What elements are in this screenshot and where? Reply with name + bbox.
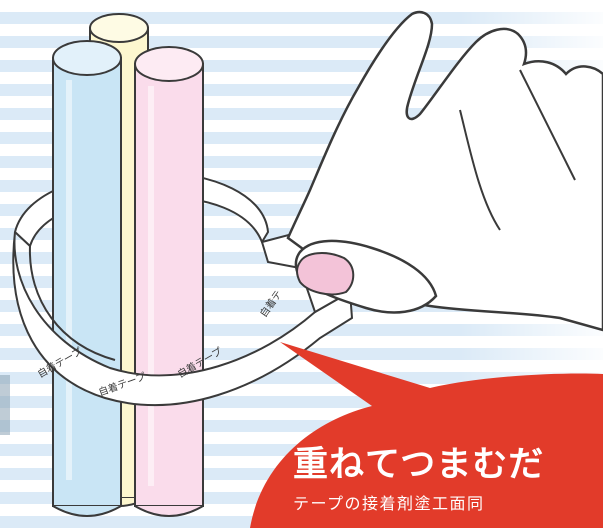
tape-edge-line xyxy=(28,245,116,361)
callout-subline: テープの接着剤塗工面同 xyxy=(293,494,485,513)
finger-crease xyxy=(459,109,501,231)
hand xyxy=(286,10,603,332)
pink-chalk-bar xyxy=(134,46,204,517)
callout-headline: 重ねてつまむだ xyxy=(293,445,545,485)
blue-chalk-bar xyxy=(52,40,122,517)
finger-crease xyxy=(519,69,576,181)
fingernail xyxy=(296,252,355,296)
tape-front-band xyxy=(12,231,354,406)
left-shadow-accent xyxy=(0,375,10,435)
callout-bubble xyxy=(250,342,603,528)
